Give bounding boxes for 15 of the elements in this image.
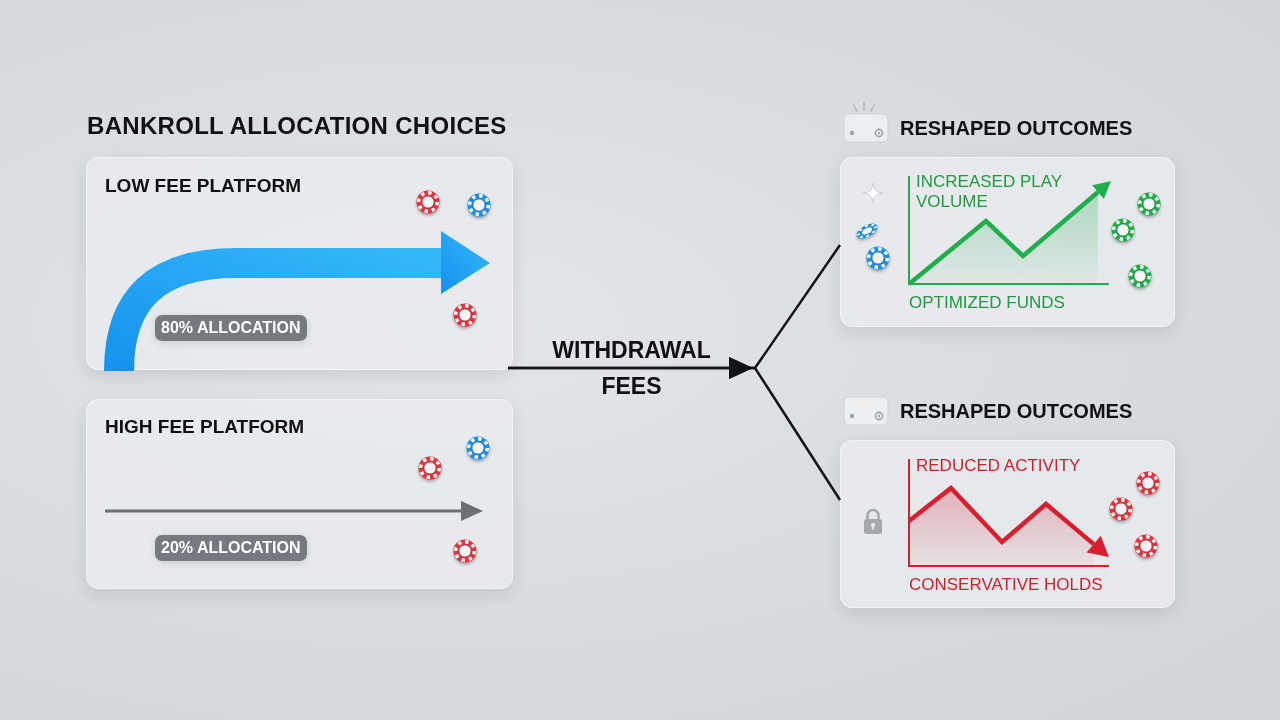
allocation-label: 80% ALLOCATION [155, 315, 307, 341]
chart-caption: OPTIMIZED FUNDS [909, 292, 1066, 314]
diagram-title: BANKROLL ALLOCATION CHOICES [87, 111, 507, 141]
chart-title: INCREASED PLAY VOLUME [916, 172, 1063, 212]
section-heading: RESHAPED OUTCOMES [900, 116, 1133, 140]
platform-card [86, 157, 513, 370]
arrow [508, 357, 842, 501]
allocation-label: 20% ALLOCATION [155, 535, 307, 561]
platform-card [86, 399, 513, 589]
chart-title: REDUCED ACTIVITY [916, 456, 1082, 476]
card-heading: HIGH FEE PLATFORM [105, 415, 305, 439]
card-heading: LOW FEE PLATFORM [105, 174, 301, 198]
section-heading: RESHAPED OUTCOMES [900, 399, 1133, 423]
edge-label: WITHDRAWAL FEES [551, 336, 712, 401]
chart-caption: CONSERVATIVE HOLDS [909, 574, 1104, 596]
